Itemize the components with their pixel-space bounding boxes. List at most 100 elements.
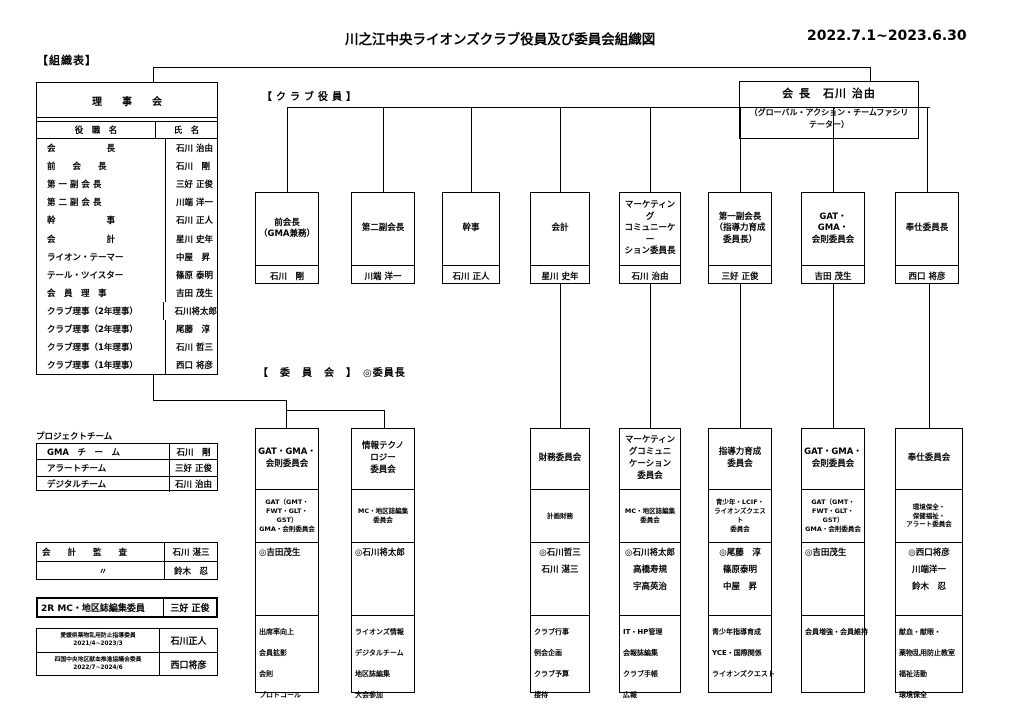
- committee-member: 篠原泰明: [722, 565, 757, 575]
- r2-name: 三好 正俊: [170, 604, 210, 614]
- committee-member: ◎石川将太郎: [355, 548, 405, 558]
- board-name: 西口 将彦: [176, 361, 213, 372]
- officer-name: 石川 正人: [443, 265, 499, 285]
- connector: [287, 107, 288, 192]
- connector: [383, 107, 384, 192]
- board-header-row: 役 職 名氏 名: [37, 122, 217, 139]
- board-role: 前 会 長: [37, 157, 166, 176]
- committee-duty: 出席率向上: [259, 628, 294, 636]
- committee-member: 鈴木 忍: [911, 582, 946, 592]
- board-role: 第 一 副 会 長: [37, 175, 166, 194]
- officer-name: 星川 史年: [531, 265, 589, 285]
- board-role: 幹 事: [37, 211, 166, 230]
- period: 2022.7.1~2023.6.30: [807, 28, 967, 44]
- committee-subcommittee: MC・地区誌編集 委員会: [620, 490, 680, 543]
- committee-title: マーケティン グコミュニ ケーション 委員会: [620, 429, 680, 490]
- committee-column: 指導力育成 委員会青少年・LCIF・ ライオンズクエスト 委員会◎尾藤 淳篠原泰…: [708, 428, 775, 693]
- committee-duty: クラブ予算: [534, 670, 569, 678]
- board-row: テール・ツイスター篠原 泰明: [37, 265, 217, 284]
- auditor-name: 石川 湛三: [172, 548, 210, 558]
- board-row: 会 員 理 事吉田 茂生: [37, 283, 217, 302]
- auditor-table: 会 計 監 査石川 湛三〃鈴木 忍: [36, 542, 218, 580]
- board-name: 三好 正俊: [176, 180, 213, 191]
- committee-duty: 薬物乱用防止教室: [899, 649, 955, 657]
- board-name: 星川 史年: [176, 234, 213, 245]
- committee-duties: IT・HP管理会報誌編集クラブ手帳広報: [620, 616, 680, 706]
- officer-role: 第一副会長 （指導力育成 委員長）: [714, 211, 766, 245]
- board-role: クラブ理事（1年理事）: [37, 338, 166, 357]
- extra-role: 四国中央地区献血推進協議会委員 2022/7~2024/6: [37, 653, 160, 676]
- board-row: クラブ理事（2年理事）石川将太郎: [37, 301, 217, 320]
- board-role: ライオン・テーマー: [37, 247, 166, 266]
- project-team-member: 石川 治由: [175, 480, 212, 491]
- officer-box: 会計星川 史年: [530, 192, 590, 284]
- board-name: 石川 正人: [176, 216, 213, 227]
- committee-members: ◎石川将太郎: [352, 543, 414, 616]
- connector: [153, 67, 154, 82]
- extra-role-name: 西口将彦: [170, 661, 207, 671]
- officer-role: GAT・GMA・ 会則委員会: [811, 211, 855, 245]
- connector: [650, 107, 651, 192]
- connector: [286, 410, 384, 411]
- board-name: 吉田 茂生: [176, 288, 213, 299]
- committee-duty: デジタルチーム: [355, 649, 404, 657]
- officer-box: GAT・GMA・ 会則委員会吉田 茂生: [801, 192, 865, 284]
- committee-member: ◎尾藤 淳: [719, 548, 761, 558]
- extra-role-row: 四国中央地区献血推進協議会委員 2022/7~2024/6 西口将彦: [37, 653, 217, 676]
- connector: [153, 67, 871, 68]
- committee-duty: クラブ手帳: [623, 670, 658, 678]
- connector: [833, 107, 834, 192]
- auditor-name: 鈴木 忍: [173, 567, 208, 577]
- committee-duty: 会員増強・会員維持: [805, 628, 868, 636]
- committee-member: 石川 湛三: [541, 565, 579, 575]
- project-team-row: アラートチーム三好 正俊: [37, 460, 217, 477]
- connector: [287, 107, 930, 108]
- project-team-name: GMA チ ー ム: [37, 444, 170, 460]
- president-box: 会 長 石川 治由 （グローバル・アクション・チームファシリテーター）: [739, 81, 919, 139]
- officers-label: 【クラブ役員】: [262, 92, 360, 103]
- committee-title: GAT・GMA・ 会則委員会: [256, 429, 318, 490]
- connector: [834, 107, 835, 109]
- committee-title: 奉仕委員会: [896, 429, 962, 490]
- board-row: 会 長石川 治由: [37, 139, 217, 158]
- committee-title: 情報テクノ ロジー 委員会: [352, 429, 414, 490]
- officer-name: 西口 将彦: [896, 265, 958, 285]
- officer-name: 三好 正俊: [709, 265, 771, 285]
- connector: [740, 107, 741, 192]
- committee-subcommittee: GAT（GMT・ FWT・GLT・ GST） GMA・会則委員会: [256, 490, 318, 543]
- officer-box: 幹事石川 正人: [442, 192, 500, 284]
- officer-role: マーケティング コミュニーケー ション委員長: [624, 200, 676, 257]
- officer-role: 前会長 （GMA兼務）: [259, 217, 316, 239]
- connector: [471, 107, 472, 192]
- committee-duty: 会員拡影: [259, 649, 287, 657]
- committee-duty: 会報誌編集: [623, 649, 658, 657]
- committees-label: 【 委 員 会 】 ◎委員長: [258, 368, 406, 379]
- officer-role: 奉仕委員長: [905, 223, 949, 234]
- board-role: クラブ理事（1年理事）: [37, 356, 166, 375]
- committee-duty: 会則: [259, 670, 273, 678]
- committee-member: 高橋寿規: [632, 565, 667, 575]
- board-name: 中屋 昇: [176, 252, 211, 263]
- board-role: クラブ理事（2年理事）: [37, 301, 165, 320]
- committee-members: ◎吉田茂生: [256, 543, 318, 616]
- committee-duty: 接待: [534, 691, 548, 699]
- board-role: テール・ツイスター: [37, 265, 166, 284]
- committee-member: 中屋 昇: [722, 582, 757, 592]
- board-row: 第 一 副 会 長三好 正俊: [37, 175, 217, 194]
- committee-member: ◎西口将彦: [908, 548, 950, 558]
- committee-member: ◎吉田茂生: [805, 548, 847, 558]
- committee-members: ◎石川将太郎高橋寿規宇高英治: [620, 543, 680, 616]
- committee-duty: プロトコール: [259, 691, 301, 699]
- connector: [560, 107, 561, 192]
- committee-duty: ライオンズ情報: [355, 628, 404, 636]
- committee-member: 川端洋一: [911, 565, 946, 575]
- officer-role: 第二副会長: [361, 223, 405, 234]
- project-team-member: 石川 剛: [176, 447, 211, 458]
- officer-box: 前会長 （GMA兼務）石川 剛: [255, 192, 319, 284]
- auditor-row: 〃鈴木 忍: [37, 562, 217, 580]
